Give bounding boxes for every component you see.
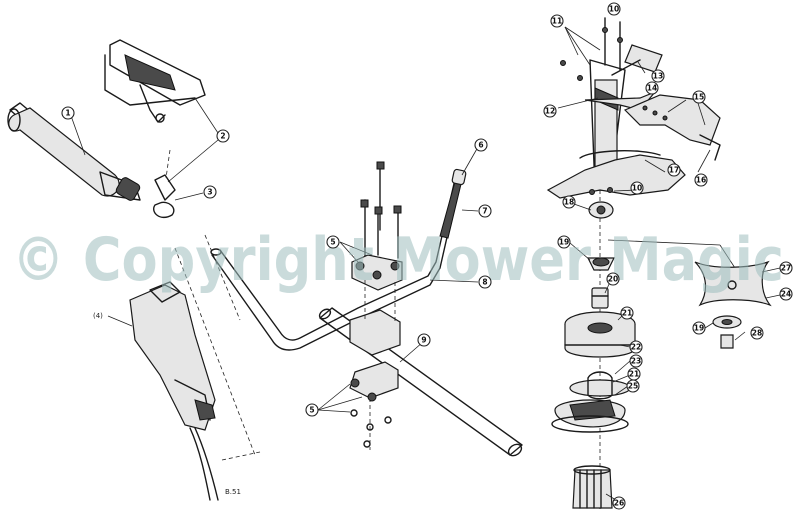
callout-19a: 19: [557, 235, 571, 249]
callout-13: 13: [651, 69, 665, 83]
handlebar-part: [210, 146, 479, 351]
callout-17-label: 17: [669, 166, 679, 175]
callout-10b-label: 10: [632, 184, 642, 193]
callout-25: 25: [626, 379, 640, 393]
callout-12: 12: [543, 104, 557, 118]
callout-18: 18: [562, 195, 576, 209]
callout-6: 6: [474, 138, 488, 152]
callout-26: 26: [612, 496, 626, 510]
callout-3-label: 3: [207, 188, 212, 197]
callout-16-label: 16: [696, 176, 706, 185]
callout-15-label: 15: [694, 93, 704, 102]
callout-2-label: 2: [220, 132, 225, 141]
callout-21b: 21: [627, 367, 641, 381]
trimmer-head-assembly-part: [551, 190, 636, 510]
callout-10a-label: 10: [609, 5, 619, 14]
callout-22-label: 22: [631, 343, 641, 352]
callout-2: 2: [216, 129, 230, 143]
callout-8: 8: [478, 275, 492, 289]
callout-21a-label: 21: [622, 309, 632, 318]
callout-20-label: 20: [608, 275, 618, 284]
callout-8-label: 8: [482, 278, 487, 287]
throttle-handle-part: [107, 234, 261, 501]
callout-26-label: 26: [614, 499, 624, 508]
callout-10b: 10: [630, 181, 644, 195]
callout-28-label: 28: [752, 329, 762, 338]
callout-6-label: 6: [478, 141, 483, 150]
part-label-4: (4): [93, 312, 103, 320]
callout-10a: 10: [607, 2, 621, 16]
callout-21a: 21: [620, 306, 634, 320]
callout-24-label: 24: [781, 290, 791, 299]
callout-5a-label: 5: [330, 238, 335, 247]
callout-3: 3: [203, 185, 217, 199]
callout-27: 27: [779, 261, 793, 275]
gearbox-assembly-part: [546, 17, 721, 199]
callout-12-label: 12: [545, 107, 555, 116]
callout-9-label: 9: [421, 336, 426, 345]
callout-1-label: 1: [65, 109, 70, 118]
callout-7-label: 7: [482, 207, 487, 216]
drive-shaft-tube: [318, 307, 523, 457]
callout-18-label: 18: [564, 198, 574, 207]
callout-11: 11: [550, 14, 564, 28]
callout-5a: 5: [326, 235, 340, 249]
callout-9: 9: [417, 333, 431, 347]
callout-22: 22: [629, 340, 643, 354]
callout-20: 20: [606, 272, 620, 286]
muffler-part: [7, 102, 141, 201]
callout-11-label: 11: [552, 17, 562, 26]
callout-21b-label: 21: [629, 370, 639, 379]
callout-19b: 19: [692, 321, 706, 335]
small-code-label: B.51: [225, 488, 241, 496]
callout-28: 28: [750, 326, 764, 340]
callout-1: 1: [61, 106, 75, 120]
callout-16: 16: [694, 173, 708, 187]
callout-15: 15: [692, 90, 706, 104]
callout-23-label: 23: [631, 357, 641, 366]
copyright-watermark: © Copyright Mower Magic: [12, 225, 784, 295]
callout-14-label: 14: [647, 84, 657, 93]
callout-19a-label: 19: [559, 238, 569, 247]
callout-5b-label: 5: [309, 406, 314, 415]
callout-17: 17: [667, 163, 681, 177]
clamp-assembly-part: [317, 161, 424, 450]
cutter-blade-part: [607, 239, 781, 349]
callout-14: 14: [645, 81, 659, 95]
callout-13-label: 13: [653, 72, 663, 81]
callout-7: 7: [478, 204, 492, 218]
harness-clip-part: [104, 39, 219, 219]
callout-23: 23: [629, 354, 643, 368]
callout-27-label: 27: [781, 264, 791, 273]
callout-24: 24: [779, 287, 793, 301]
callout-19b-label: 19: [694, 324, 704, 333]
callout-25-label: 25: [628, 382, 638, 391]
callout-5b: 5: [305, 403, 319, 417]
